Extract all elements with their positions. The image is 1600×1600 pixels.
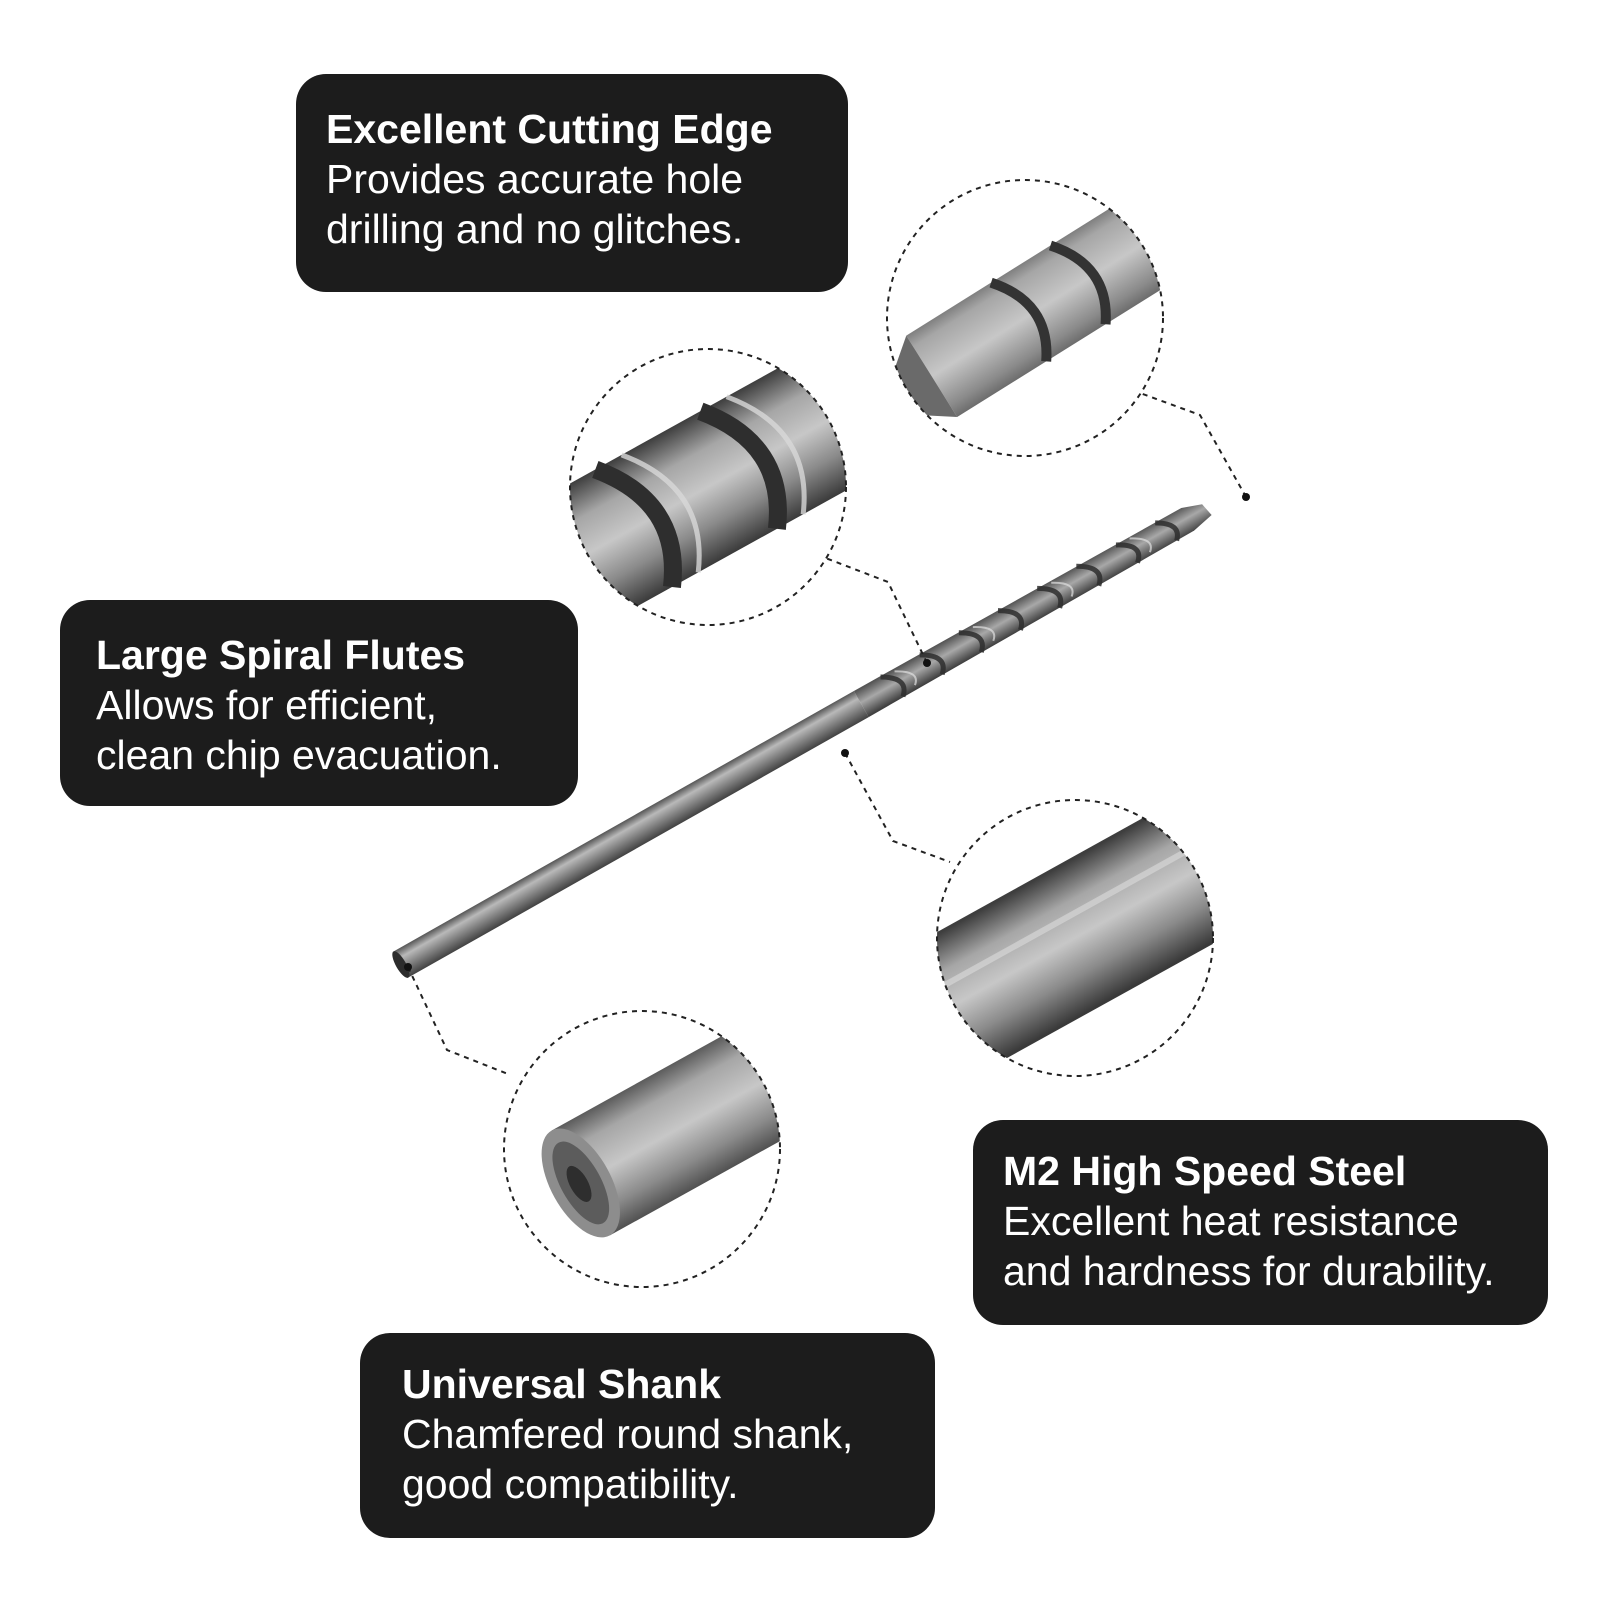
macro-steel-body bbox=[936, 799, 1214, 1077]
callout-text: Allows for efficient, bbox=[96, 682, 438, 728]
callout-text: Chamfered round shank, bbox=[402, 1411, 854, 1457]
callout-text: good compatibility. bbox=[402, 1461, 739, 1507]
callout-title: M2 High Speed Steel bbox=[1003, 1148, 1407, 1194]
callout-title: Universal Shank bbox=[402, 1361, 722, 1407]
leader-lines bbox=[407, 392, 1247, 1075]
macro-shank-end bbox=[503, 1010, 781, 1288]
callout-text: Provides accurate hole bbox=[326, 156, 744, 202]
macro-cutting-edge bbox=[886, 179, 1164, 457]
anchor-dot bbox=[1242, 493, 1250, 501]
anchor-dot bbox=[841, 749, 849, 757]
callout-spiral-flutes: Large Spiral Flutes Allows for efficient… bbox=[60, 600, 578, 806]
anchor-dot bbox=[923, 659, 931, 667]
callout-text: drilling and no glitches. bbox=[326, 206, 744, 252]
callout-text: clean chip evacuation. bbox=[96, 732, 502, 778]
callout-universal-shank: Universal Shank Chamfered round shank, g… bbox=[360, 1333, 935, 1538]
callout-high-speed-steel: M2 High Speed Steel Excellent heat resis… bbox=[973, 1120, 1548, 1325]
anchor-dot bbox=[404, 963, 412, 971]
callout-cutting-edge: Excellent Cutting Edge Provides accurate… bbox=[296, 74, 848, 292]
callout-title: Large Spiral Flutes bbox=[96, 632, 466, 678]
callout-text: Excellent heat resistance bbox=[1003, 1198, 1459, 1244]
callout-title: Excellent Cutting Edge bbox=[326, 106, 773, 152]
callout-text: and hardness for durability. bbox=[1003, 1248, 1495, 1294]
drill-bit bbox=[392, 504, 1212, 979]
